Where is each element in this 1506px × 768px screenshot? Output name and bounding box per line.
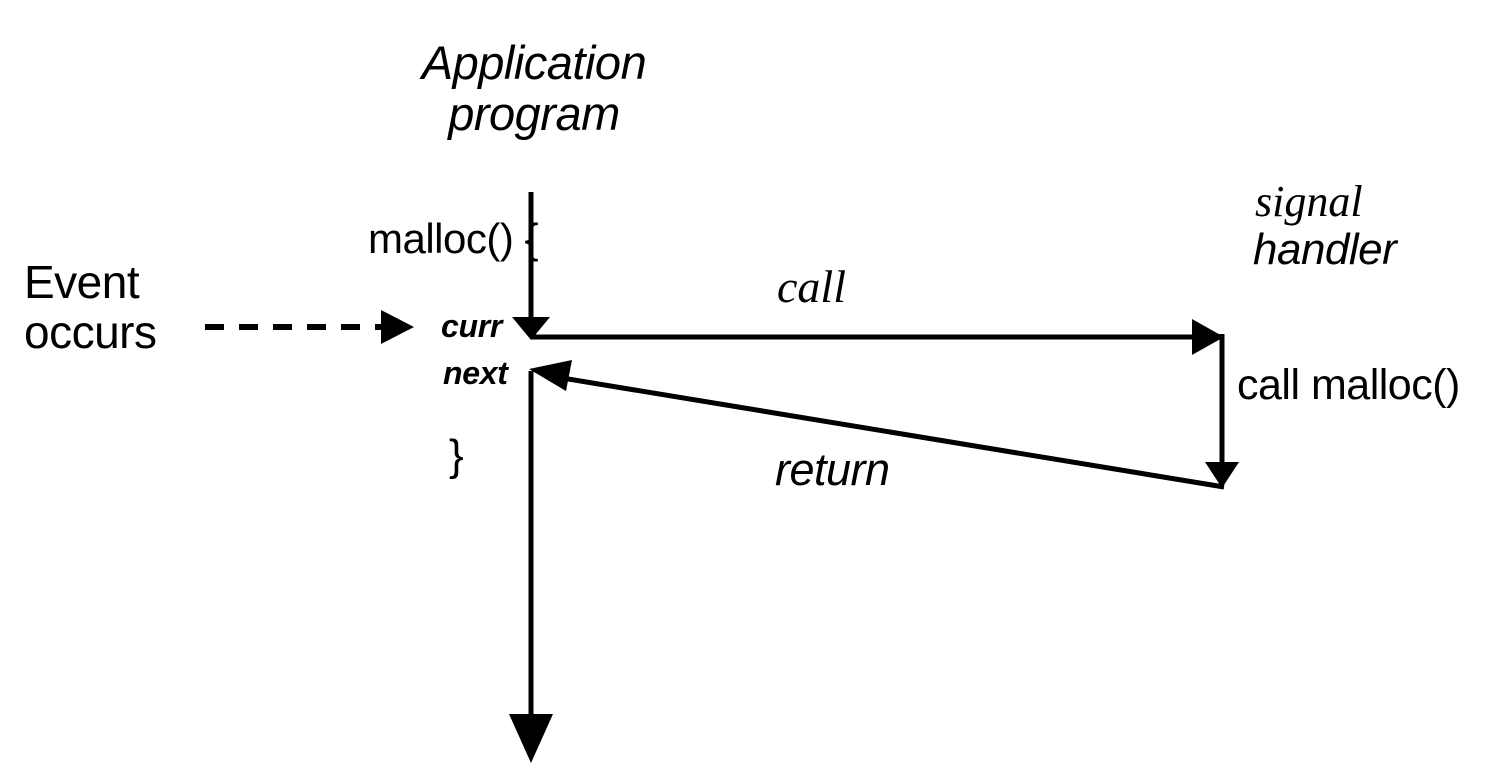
return-arrowhead (529, 360, 572, 391)
program-continue-down-arrow (509, 371, 553, 763)
signal-handler-title-handler: handler (1253, 225, 1397, 274)
event-trigger-arrowhead (381, 310, 414, 344)
application-program-label: Application program (421, 36, 647, 140)
curr-pointer-label: curr (441, 308, 503, 344)
program-continue-down-arrowhead (509, 714, 553, 763)
handler-call-malloc-arrow (1205, 334, 1239, 488)
malloc-open-label: malloc() { (368, 215, 539, 262)
program-flow-down-arrowhead (512, 317, 550, 340)
handler-call-malloc-arrowhead (1205, 462, 1239, 488)
return-arrow (529, 360, 1225, 490)
call-handler-arrowhead (1192, 319, 1224, 355)
call-handler-arrow (531, 319, 1224, 355)
event-trigger-arrow (205, 310, 414, 344)
return-edge-label: return (775, 444, 890, 495)
event-occurs-label: Event occurs (24, 256, 157, 358)
next-pointer-label: next (443, 355, 508, 391)
return-arrow-line (555, 374, 1225, 490)
signal-handler-title-signal: signal (1255, 177, 1363, 226)
program-flow-down-arrow (512, 192, 550, 340)
malloc-close-brace-label: } (449, 431, 464, 480)
call-malloc-edge-label: call malloc() (1237, 361, 1460, 409)
call-edge-label: call (777, 261, 846, 312)
